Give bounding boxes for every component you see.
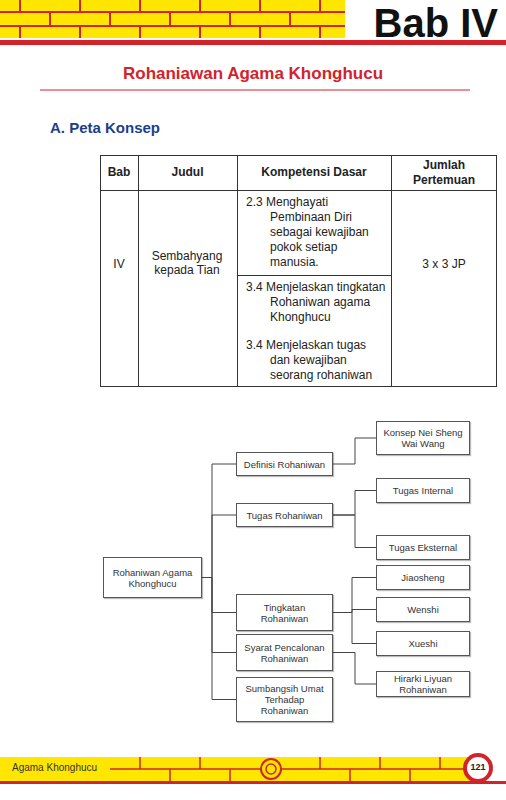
tree-connector	[333, 438, 376, 464]
box-label: Tugas Internal	[393, 485, 453, 496]
tree-connector	[333, 613, 376, 644]
page-number: 121	[463, 762, 493, 773]
concept-box: Tugas Internal	[376, 478, 470, 503]
box-label: Sumbangsih Umat Terhadap Rohaniwan	[240, 683, 329, 716]
box-label: Tugas Eksternal	[389, 542, 457, 553]
box-label: Konsep Nei Sheng Wai Wang	[380, 427, 466, 449]
table-cell: 3.4 Menjelaskan tugas dan kewajiban seor…	[246, 338, 386, 383]
tree-connector	[202, 578, 236, 700]
concept-box: Definisi Rohaniwan	[236, 452, 333, 476]
table-header: Jumlah Pertemuan	[398, 158, 490, 188]
brick-pattern	[0, 0, 345, 38]
concept-box: Rohaniwan Agama Khonghucu	[103, 557, 202, 598]
footer-brick-pattern	[110, 757, 470, 781]
box-label: Rohaniwan Agama Khonghucu	[107, 567, 198, 589]
concept-box: Tingkatan Rohaniwan	[236, 594, 333, 631]
table-cell: 3 x 3 JP	[391, 257, 497, 271]
concept-box: Tugas Eksternal	[376, 535, 470, 560]
table-header: Kompetensi Dasar	[237, 165, 391, 179]
footer-ornament	[266, 764, 276, 774]
table-cell: IV	[100, 257, 138, 271]
footer-ornament	[261, 759, 281, 779]
tree-connector	[333, 610, 376, 613]
tree-connector	[202, 464, 236, 578]
page-title: Rohaniawan Agama Khonghucu	[0, 64, 506, 84]
box-label: Syarat Pencalonan Rohaniwan	[240, 642, 329, 664]
concept-box: Sumbangsih Umat Terhadap Rohaniwan	[236, 677, 333, 722]
title-underline	[40, 90, 470, 91]
concept-box: Tugas Rohaniwan	[236, 503, 333, 527]
concept-box: Syarat Pencalonan Rohaniwan	[236, 634, 333, 671]
tree-connector	[333, 653, 376, 685]
box-label: Xueshi	[408, 638, 437, 649]
box-label: Definisi Rohaniwan	[244, 459, 325, 470]
chapter-heading: Bab IV	[346, 0, 498, 46]
header-band	[0, 0, 345, 38]
footer-rule	[0, 781, 506, 784]
tree-connector	[202, 578, 236, 653]
box-label: Wenshi	[407, 604, 439, 615]
box-label: Jiaosheng	[401, 572, 444, 583]
tree-connector	[202, 515, 236, 578]
table-grid	[101, 156, 497, 387]
section-heading: A. Peta Konsep	[50, 119, 250, 137]
table-cell: 3.4 Menjelaskan tingkatan Rohaniwan agam…	[246, 280, 386, 325]
tree-connector	[333, 491, 376, 516]
tree-connector	[202, 578, 236, 613]
table-cell: Sembahyang kepada Tian	[148, 249, 226, 277]
concept-box: Jiaosheng	[376, 565, 470, 590]
box-label: Tingkatan Rohaniwan	[240, 602, 329, 624]
page-number-badge	[463, 753, 493, 783]
concept-box: Hirarki Liyuan Rohaniwan	[376, 671, 470, 697]
concept-box: Wenshi	[376, 597, 470, 622]
box-label: Tugas Rohaniwan	[246, 510, 322, 521]
tree-connector	[333, 578, 376, 613]
footer-text: Agama Khonghucu	[12, 762, 132, 774]
tree-connector	[333, 515, 376, 548]
table-header: Bab	[100, 165, 138, 179]
table-cell: 2.3 Menghayati Pembinaan Diri sebagai ke…	[246, 195, 386, 270]
table-header: Judul	[138, 165, 237, 179]
footer-band	[0, 757, 470, 781]
concept-box: Konsep Nei Sheng Wai Wang	[376, 421, 470, 455]
concept-box: Xueshi	[376, 631, 470, 656]
box-label: Hirarki Liyuan Rohaniwan	[380, 673, 466, 695]
